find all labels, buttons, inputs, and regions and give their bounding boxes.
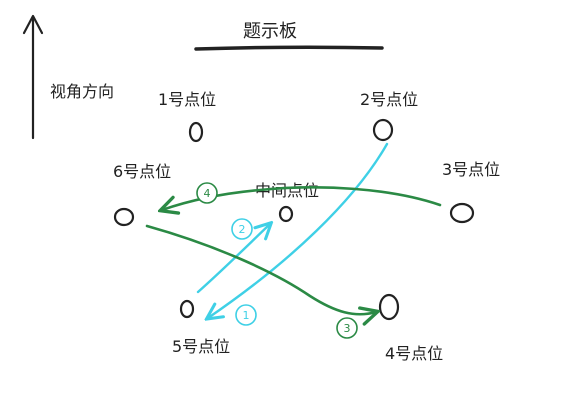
step-badge-1-text: 1	[243, 309, 250, 322]
board-bar	[194, 45, 384, 51]
step-badge-2: 2	[231, 218, 253, 240]
view-direction-label: 视角方向	[50, 82, 114, 101]
path-step-4	[162, 186, 442, 210]
step-badge-3-text: 3	[344, 322, 351, 335]
point-label-6: 6号点位	[113, 162, 171, 181]
path-step-3	[145, 224, 376, 314]
point-marker-3	[449, 202, 475, 224]
point-marker-4	[378, 293, 400, 321]
point-marker-5	[179, 299, 195, 319]
step-badge-2-text: 2	[239, 223, 246, 236]
step-badge-3: 3	[336, 317, 358, 339]
step-badge-4-text: 4	[204, 187, 211, 200]
point-marker-6	[113, 207, 135, 227]
path-step-1	[208, 142, 389, 318]
board-title: 题示板	[243, 21, 297, 42]
point-marker-center	[278, 205, 294, 223]
point-label-2: 2号点位	[360, 90, 418, 109]
point-label-center: 中间点位	[255, 181, 319, 200]
point-label-1: 1号点位	[158, 90, 216, 109]
step-badge-4: 4	[196, 182, 218, 204]
point-label-5: 5号点位	[172, 337, 230, 356]
step-badge-1: 1	[235, 304, 257, 326]
point-marker-1	[188, 121, 204, 143]
view-direction-arrow	[22, 14, 44, 140]
point-label-3: 3号点位	[442, 160, 500, 179]
point-marker-2	[372, 118, 394, 142]
point-label-4: 4号点位	[385, 344, 443, 363]
